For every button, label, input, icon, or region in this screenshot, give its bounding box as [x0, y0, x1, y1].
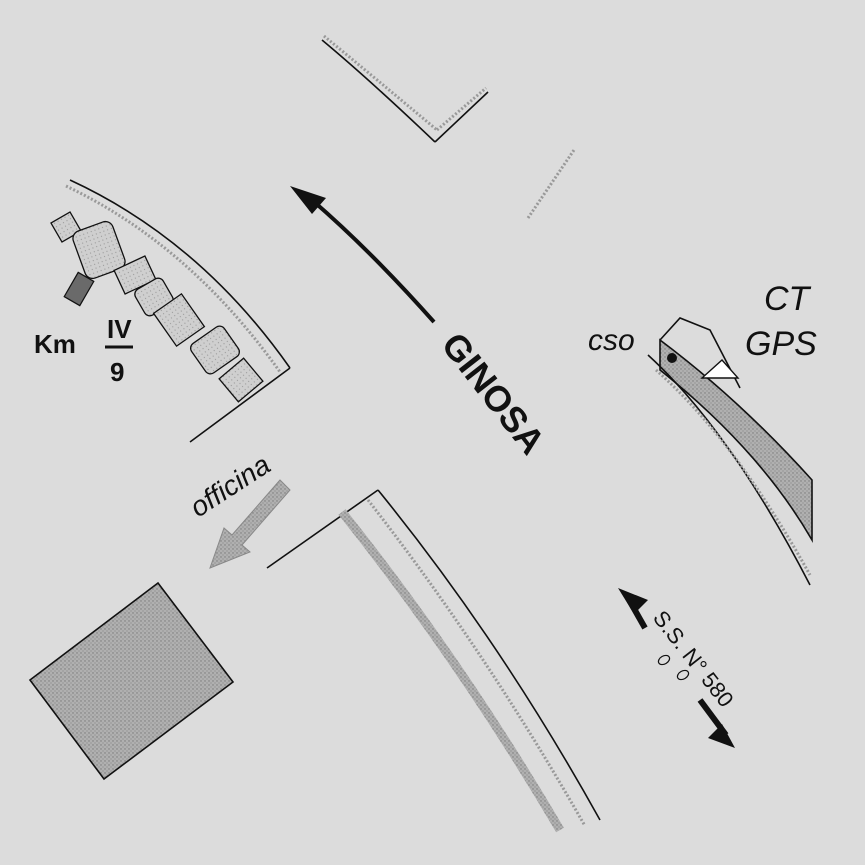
km-label: Km: [34, 329, 76, 359]
cso-site: [647, 317, 813, 586]
cso-label: cso: [588, 324, 635, 357]
road-direction-arrows: [618, 588, 735, 748]
cso-point: [667, 353, 677, 363]
km-denominator: 9: [110, 357, 124, 387]
arrow-to-officina: [209, 479, 291, 569]
building-large: [28, 581, 235, 781]
km-numerator: IV: [107, 314, 132, 344]
gps-label: GPS: [745, 325, 817, 363]
ginosa-label: GINOSA: [434, 325, 554, 462]
road-symbol: [657, 654, 690, 681]
road-label: S.S. N° 580: [648, 606, 739, 712]
km-marker-block: [63, 271, 95, 307]
road-fragment: [526, 149, 576, 219]
road-edge-left: [65, 179, 291, 443]
ct-label: CT: [764, 280, 812, 318]
building-strip: [50, 211, 264, 403]
gps-triangle-icon: [700, 359, 740, 379]
road-corner-top: [321, 34, 489, 143]
arrow-to-ginosa: [290, 186, 436, 324]
road-lower: [266, 489, 601, 833]
